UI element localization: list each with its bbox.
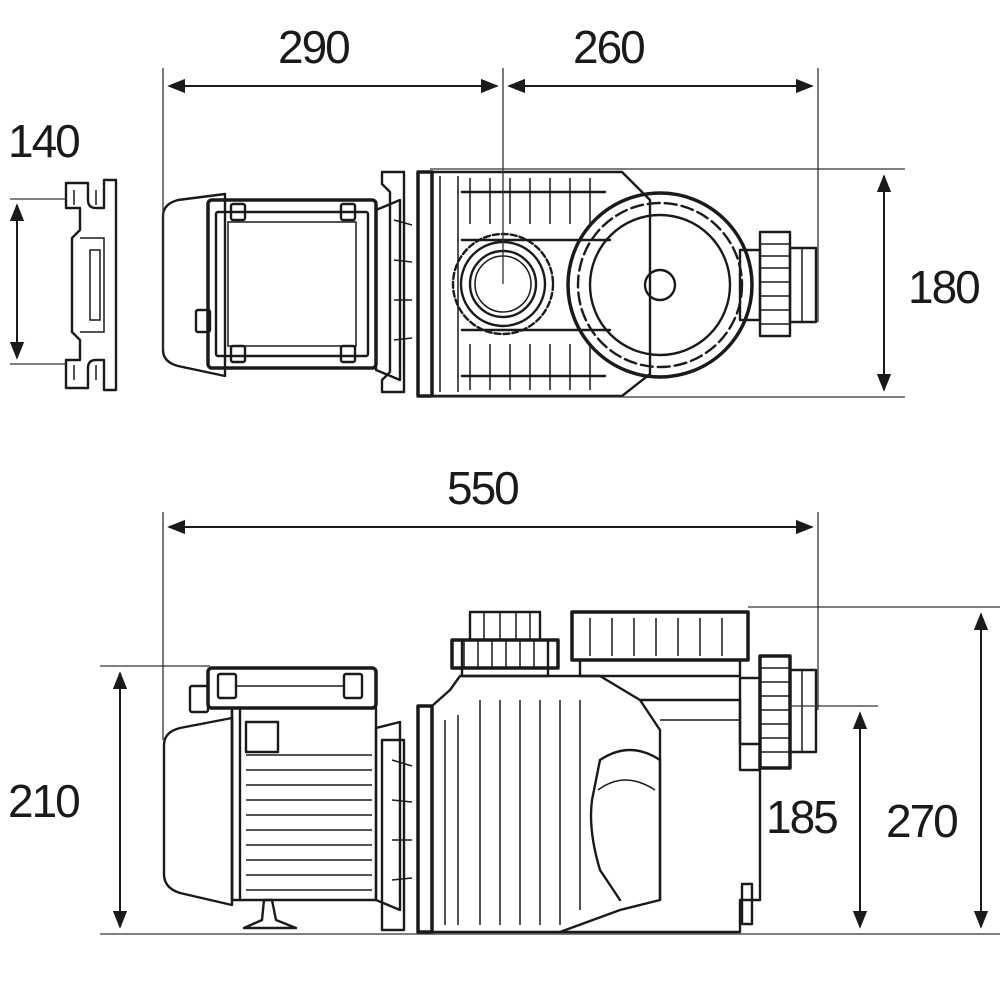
top-view-width-label: 180 xyxy=(908,261,979,313)
side-prefilter-lid xyxy=(570,610,750,662)
prefilter-lid xyxy=(566,191,754,379)
terminal-box xyxy=(206,198,378,370)
motor-fan-cover xyxy=(161,192,227,378)
end-view: 140 xyxy=(8,115,118,392)
side-view-motor-height-label: 210 xyxy=(8,775,79,827)
top-view-pump-length-label: 260 xyxy=(573,21,644,73)
end-view-width-label: 140 xyxy=(8,115,79,167)
top-view-motor-length-label: 290 xyxy=(278,21,349,73)
side-view-outlet-height-label: 185 xyxy=(766,791,837,843)
side-motor-fan-cover xyxy=(162,716,234,907)
side-view-total-height-label: 270 xyxy=(886,795,957,847)
pump-body xyxy=(430,674,662,934)
side-view-dimensions: 550 210 185 270 xyxy=(8,462,1000,935)
top-view xyxy=(161,170,818,398)
side-view-total-length-label: 550 xyxy=(447,462,518,514)
side-view xyxy=(162,610,818,934)
top-view-dimensions: 290 260 180 xyxy=(162,21,981,398)
